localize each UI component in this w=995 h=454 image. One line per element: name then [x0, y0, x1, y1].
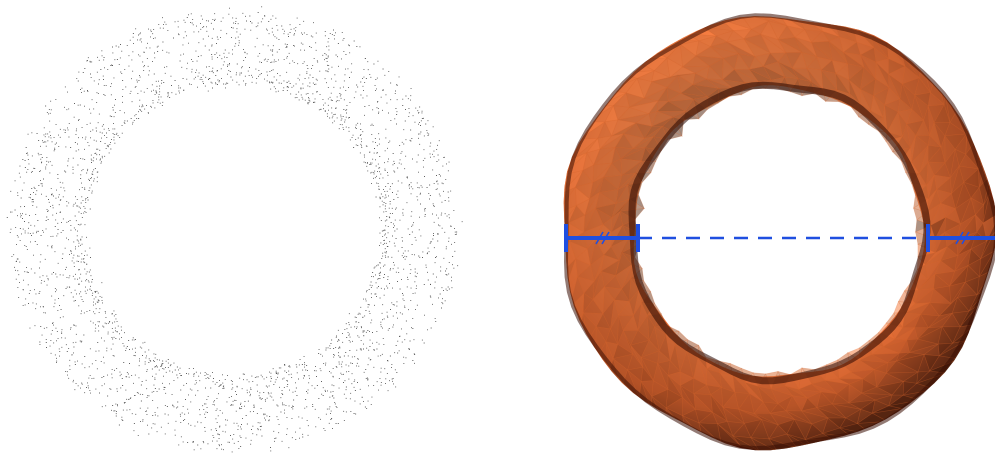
mesh-panel	[540, 0, 995, 454]
inner-rim-shadow	[628, 81, 931, 385]
left-equal-mark-1	[595, 231, 604, 245]
diameter-measurement	[564, 224, 995, 252]
mesh-surface	[563, 13, 995, 451]
point-cloud-ring	[6, 6, 463, 453]
left-equal-mark-2	[601, 231, 610, 245]
point-cloud-points	[6, 6, 463, 453]
point-cloud-panel	[0, 0, 470, 454]
right-equal-mark-2	[961, 231, 970, 245]
mesh-ring	[563, 13, 995, 451]
right-equal-mark-1	[955, 231, 964, 245]
